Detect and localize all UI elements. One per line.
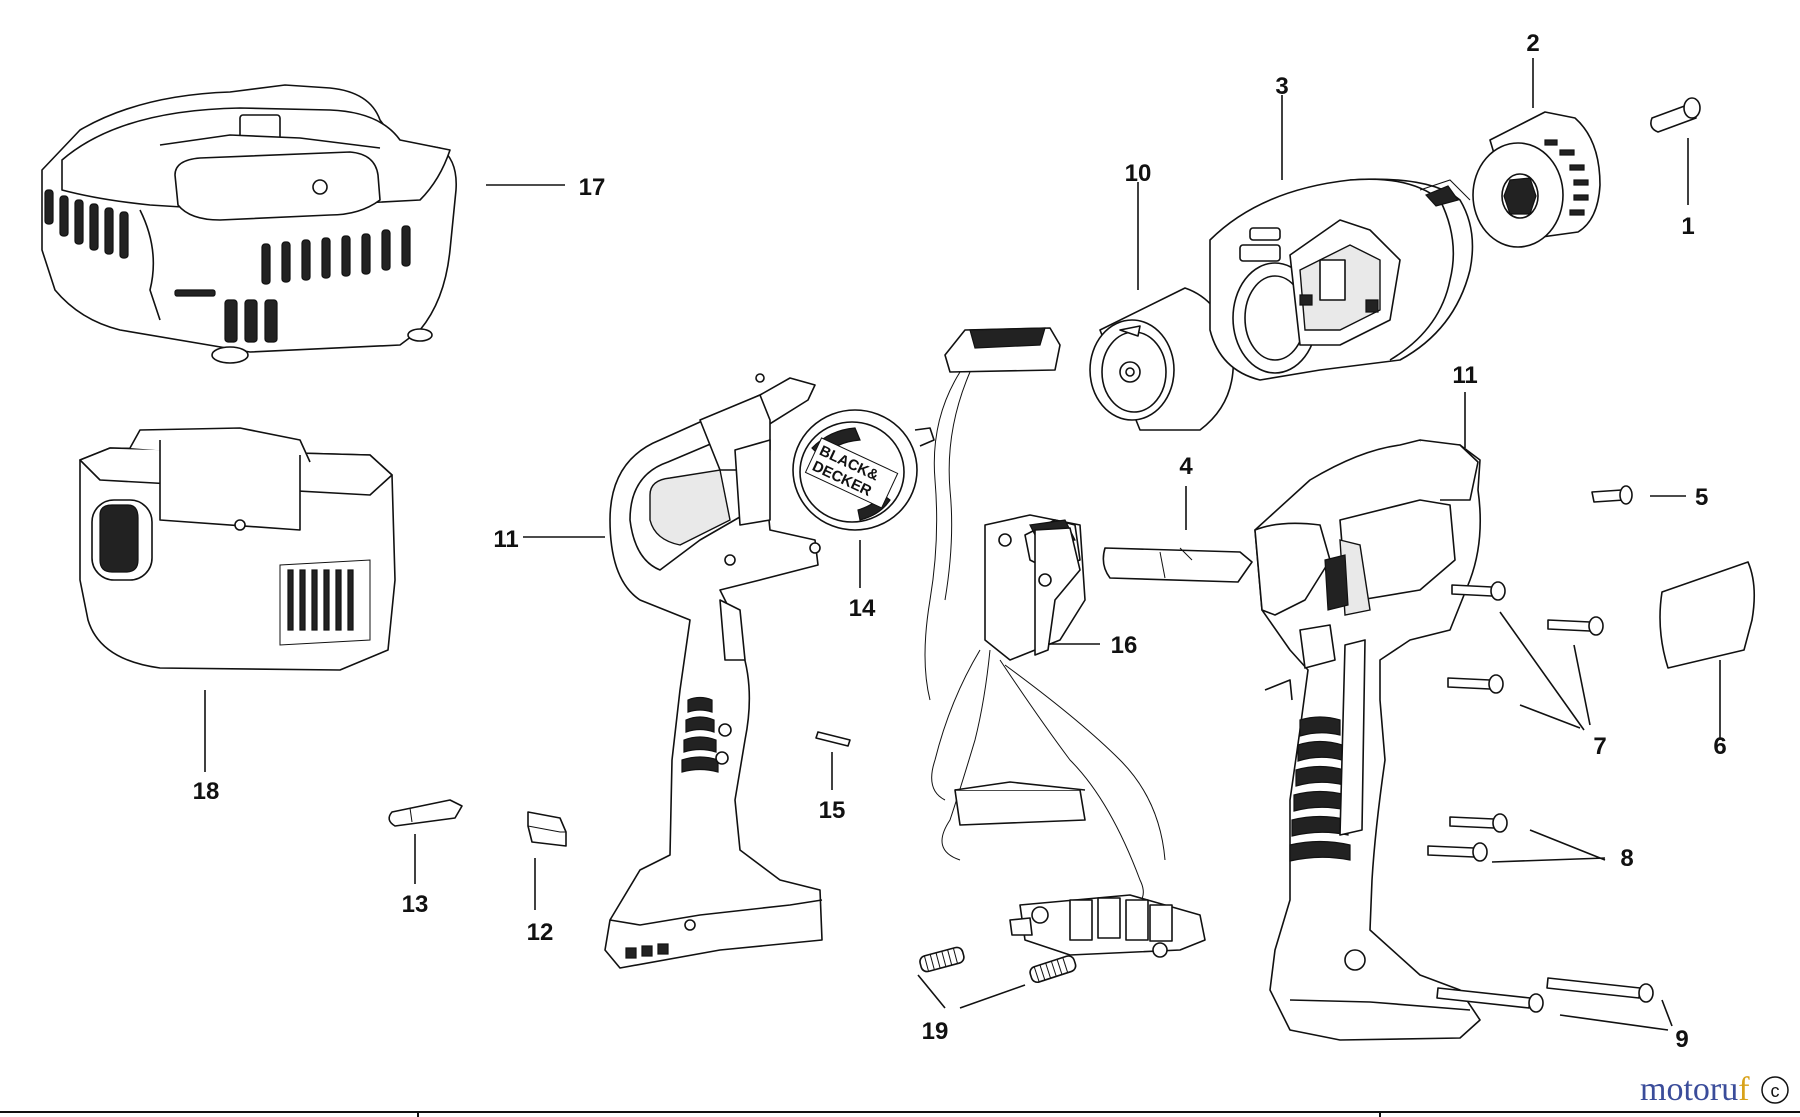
watermark-part2: f (1738, 1071, 1750, 1108)
callout-5: 5 (1695, 484, 1708, 511)
watermark-suffix: c (1771, 1081, 1780, 1101)
callout-9: 9 (1675, 1026, 1688, 1053)
gearbox-part (1209, 178, 1474, 381)
callout-14: 14 (849, 595, 876, 622)
callout-13: 13 (402, 891, 429, 918)
charger-vents (44, 189, 411, 343)
housing-screws-8-part (1427, 813, 1508, 862)
callout-8: 8 (1620, 845, 1633, 872)
callout-labels: 1 2 3 4 5 6 7 8 9 10 11 11 12 13 14 15 1… (193, 30, 1727, 1053)
callout-7: 7 (1593, 733, 1606, 760)
callout-15: 15 (819, 797, 846, 824)
callout-3: 3 (1275, 73, 1288, 100)
chuck-screw-part (1650, 97, 1701, 133)
bit-clip-part (527, 811, 567, 847)
switch-and-wiring-part (924, 327, 1206, 958)
housing-screws-7-part (1447, 581, 1604, 694)
callout-16: 16 (1111, 632, 1138, 659)
battery-vents (287, 569, 354, 631)
battery-pack-part (79, 427, 396, 671)
leader-lines (204, 58, 1721, 1031)
left-housing-half-part (604, 373, 823, 969)
housing-screws-9-part (1436, 977, 1654, 1013)
pin-part (815, 731, 851, 747)
handle-grip-ribs (1289, 716, 1351, 862)
callout-10: 10 (1125, 160, 1152, 187)
housing-base-ribs (625, 943, 669, 959)
callout-4: 4 (1179, 453, 1193, 480)
charger-part (41, 84, 457, 364)
callout-19: 19 (922, 1018, 949, 1045)
callout-1: 1 (1681, 213, 1694, 240)
motor-part (1089, 287, 1235, 431)
battery-terminal-block (1009, 894, 1206, 958)
copyright-circle-icon (1761, 1076, 1789, 1104)
forward-reverse-slider-part (1102, 547, 1253, 583)
chuck-grip (1544, 139, 1589, 216)
watermark: motoruf c (1640, 1071, 1789, 1108)
callout-12: 12 (527, 919, 554, 946)
housing-ribs (681, 696, 719, 773)
callout-6: 6 (1713, 733, 1726, 760)
watermark-text: motoruf (1640, 1071, 1750, 1108)
watermark-part1: motoru (1640, 1071, 1738, 1108)
springs-part (919, 946, 1077, 984)
callout-18: 18 (193, 778, 220, 805)
brand-badge-part: BLACK& DECKER (792, 409, 935, 531)
small-screw-part (1591, 485, 1633, 505)
chuck-part (1472, 111, 1601, 248)
callout-2: 2 (1526, 30, 1539, 57)
callout-17: 17 (579, 174, 606, 201)
callout-11-left: 11 (493, 526, 518, 553)
nameplate-label-part (1659, 561, 1756, 669)
screwdriver-bit-part (388, 799, 463, 827)
callout-11-right: 11 (1452, 362, 1477, 389)
right-housing-half-part (1254, 439, 1482, 1041)
